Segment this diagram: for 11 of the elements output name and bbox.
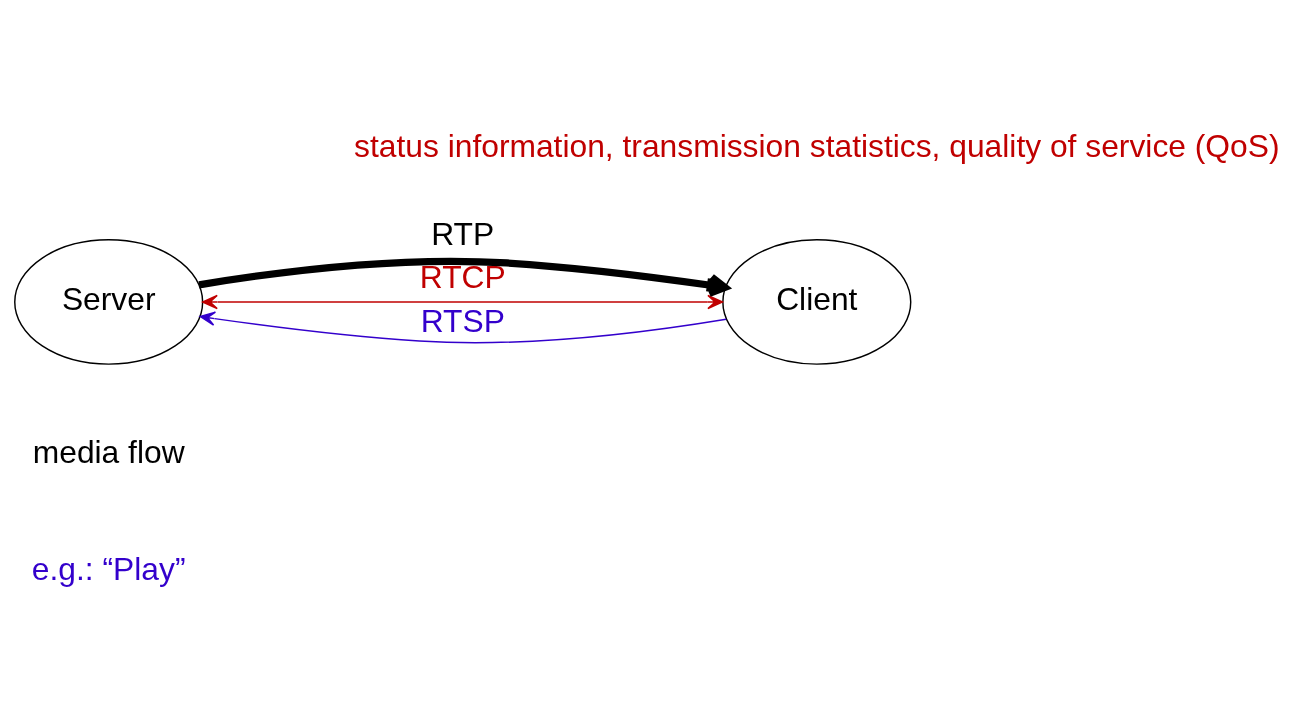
arrow [202,294,724,310]
label: media flow [32,434,185,471]
node-ellipse: Server [14,239,204,365]
edge-label: RTCP [419,259,506,296]
edge-label: RTP [431,216,495,253]
node-ellipse: Client [722,239,912,365]
label: e.g.: “Play” [31,551,186,588]
arrow [198,257,729,297]
label: status information, transmission statistics, quality of service (QoS) [354,127,1280,164]
edge-label: RTSP [420,302,505,339]
arrow [199,311,727,344]
